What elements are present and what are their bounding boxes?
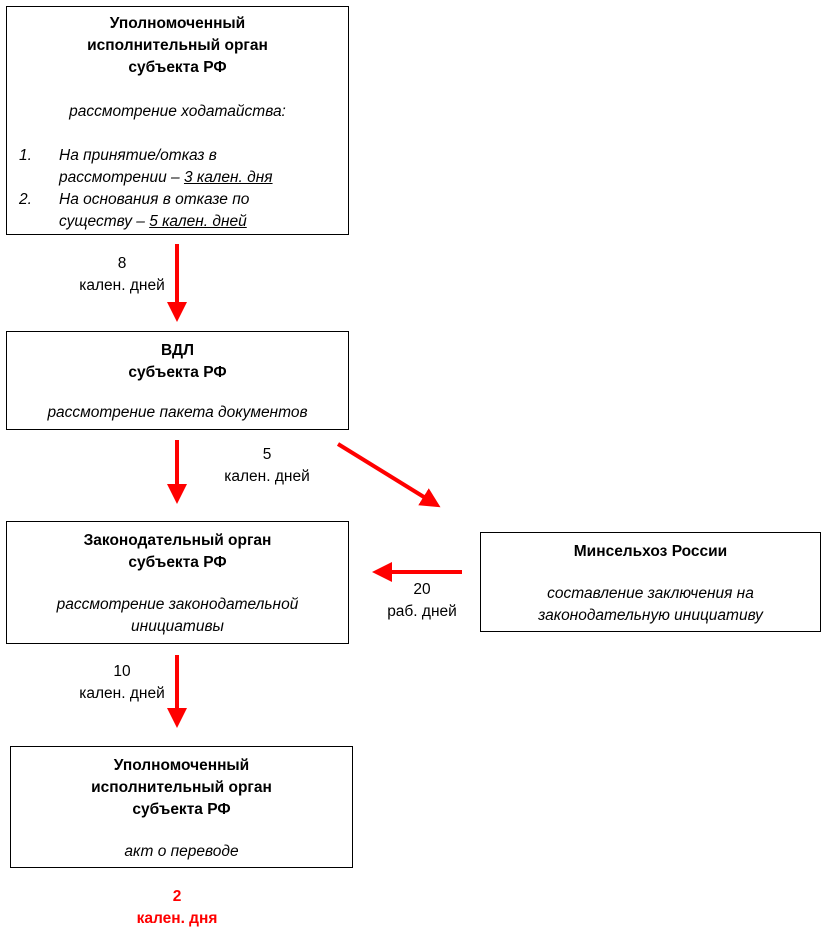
box2-title-line2: субъекта РФ bbox=[128, 364, 227, 381]
box-legislative-body: Законодательный орган субъекта РФ рассмо… bbox=[6, 521, 349, 644]
box1-item2-number: 2. bbox=[19, 191, 32, 208]
box3-subtitle-line2: инициативы bbox=[131, 618, 224, 635]
box1-item1-line2: рассмотрении – 3 кален. дня bbox=[59, 167, 273, 189]
arrow1-label-unit: кален. дней bbox=[79, 277, 165, 294]
box1-item2-line2: существу – 5 кален. дней bbox=[59, 211, 247, 233]
arrow1-label: 8 кален. дней bbox=[62, 253, 182, 297]
box5-title-line3: субъекта РФ bbox=[132, 801, 231, 818]
box5-subtitle: акт о переводе bbox=[124, 843, 239, 860]
box1-item2-deadline: 5 кален. дней bbox=[149, 213, 247, 230]
arrow2-label: 5 кален. дней bbox=[207, 444, 327, 488]
box1-item2-line2-text: существу – bbox=[59, 213, 150, 230]
arrow3-label-number: 20 bbox=[413, 581, 431, 598]
arrow2-label-unit: кален. дней bbox=[224, 468, 310, 485]
box4-subtitle-line1: составление заключения на bbox=[547, 585, 754, 602]
box1-item1-line1: На принятие/отказ в bbox=[59, 147, 217, 164]
arrow-box2-to-box4 bbox=[336, 442, 441, 508]
box-authorized-executive-body-petition: Уполномоченный исполнительный орган субъ… bbox=[6, 6, 349, 235]
arrow4-label: 10 кален. дней bbox=[62, 661, 182, 705]
box1-title-line2: исполнительный орган bbox=[87, 37, 268, 54]
box5-title-line2: исполнительный орган bbox=[91, 779, 272, 796]
box1-title-line1: Уполномоченный bbox=[109, 15, 246, 32]
final-deadline-unit: кален. дня bbox=[136, 910, 218, 927]
arrow2-label-number: 5 bbox=[262, 446, 272, 463]
box5-title-line1: Уполномоченный bbox=[113, 757, 250, 774]
box1-title-line3: субъекта РФ bbox=[128, 59, 227, 76]
box4-title: Минсельхоз России bbox=[573, 543, 728, 560]
box1-item1-line2-text: рассмотрении – bbox=[59, 169, 184, 186]
box1-subtitle: рассмотрение ходатайства: bbox=[69, 103, 286, 120]
box4-subtitle-line2: законодательную инициативу bbox=[538, 607, 763, 624]
box2-subtitle: рассмотрение пакета документов bbox=[47, 404, 308, 421]
box2-title-line1: ВДЛ bbox=[161, 342, 194, 359]
box-authorized-executive-body-act: Уполномоченный исполнительный орган субъ… bbox=[10, 746, 353, 868]
box3-subtitle-line1: рассмотрение законодательной bbox=[56, 596, 299, 613]
box-ministry-of-agriculture: Минсельхоз России составление заключения… bbox=[480, 532, 821, 632]
final-deadline-number: 2 bbox=[172, 888, 182, 905]
box3-title-line2: субъекта РФ bbox=[128, 554, 227, 571]
arrow3-label-unit: раб. дней bbox=[387, 603, 457, 620]
arrow3-label: 20 раб. дней bbox=[370, 579, 474, 623]
box1-item2-line1: На основания в отказе по bbox=[59, 191, 250, 208]
arrow1-label-number: 8 bbox=[117, 255, 127, 272]
box-vdl-subject: ВДЛ субъекта РФ рассмотрение пакета доку… bbox=[6, 331, 349, 430]
box1-item1-deadline: 3 кален. дня bbox=[183, 169, 273, 186]
box3-title-line1: Законодательный орган bbox=[83, 532, 272, 549]
arrow4-label-unit: кален. дней bbox=[79, 685, 165, 702]
arrow4-label-number: 10 bbox=[113, 663, 131, 680]
box1-item1-number: 1. bbox=[19, 147, 32, 164]
final-deadline-label: 2 кален. дня bbox=[117, 886, 237, 930]
